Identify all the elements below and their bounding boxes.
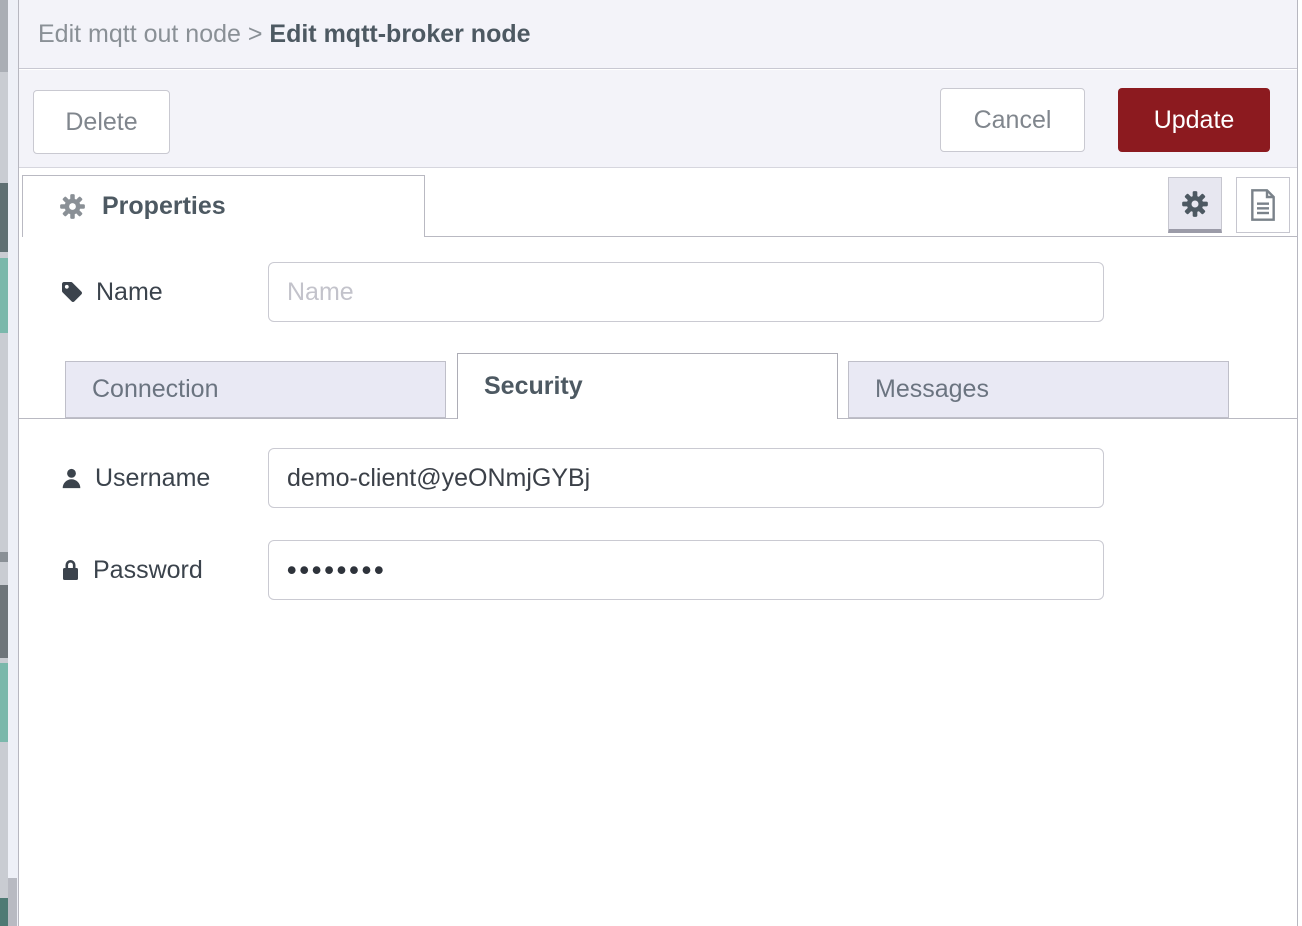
- scrollbar-thumb[interactable]: [8, 878, 17, 926]
- tray-header: Edit mqtt out node > Edit mqtt-broker no…: [19, 0, 1297, 69]
- edit-tray: Edit mqtt out node > Edit mqtt-broker no…: [19, 0, 1298, 926]
- user-icon: [60, 467, 83, 490]
- subtab-divider: [838, 418, 1298, 419]
- workspace-palette-edge: [0, 0, 8, 926]
- password-label-group: Password: [60, 540, 203, 600]
- lock-icon: [60, 558, 81, 582]
- breadcrumb: Edit mqtt out node > Edit mqtt-broker no…: [38, 0, 531, 69]
- tag-icon: [60, 280, 84, 304]
- cancel-button[interactable]: Cancel: [940, 88, 1085, 152]
- workspace-gap: [8, 0, 19, 926]
- palette-node-edge: [0, 663, 8, 742]
- password-input[interactable]: [268, 540, 1104, 600]
- palette-node-edge: [0, 585, 8, 658]
- node-description-button[interactable]: [1236, 177, 1290, 233]
- tab-messages[interactable]: Messages: [848, 361, 1229, 418]
- tabbar-divider: [424, 236, 1298, 237]
- breadcrumb-separator: >: [247, 20, 270, 48]
- breadcrumb-current: Edit mqtt-broker node: [269, 20, 531, 48]
- name-input[interactable]: [268, 262, 1104, 322]
- delete-button[interactable]: Delete: [33, 90, 170, 154]
- node-settings-button[interactable]: [1168, 177, 1222, 233]
- name-label: Name: [96, 277, 163, 306]
- username-label-group: Username: [60, 448, 210, 508]
- tab-security[interactable]: Security: [457, 353, 838, 419]
- palette-node-edge: [0, 183, 8, 252]
- subtab-divider: [19, 418, 457, 419]
- tab-connection[interactable]: Connection: [65, 361, 446, 418]
- document-icon: [1249, 189, 1277, 221]
- name-label-group: Name: [60, 262, 163, 322]
- update-button[interactable]: Update: [1118, 88, 1270, 152]
- tray-toolbar: Delete Cancel Update: [19, 70, 1297, 168]
- breadcrumb-parent[interactable]: Edit mqtt out node: [38, 20, 248, 48]
- palette-node-edge: [0, 0, 8, 72]
- tab-messages-label: Messages: [875, 375, 989, 403]
- broker-subtabs: Connection Security Messages: [19, 353, 1298, 419]
- username-label: Username: [95, 463, 211, 492]
- gear-icon: [59, 193, 86, 220]
- gear-icon: [1181, 190, 1209, 218]
- tab-properties-label: Properties: [102, 192, 226, 220]
- tab-connection-label: Connection: [92, 375, 219, 403]
- tab-security-label: Security: [484, 372, 583, 400]
- palette-node-edge: [0, 258, 8, 333]
- password-label: Password: [93, 555, 203, 584]
- palette-node-edge: [0, 552, 8, 562]
- palette-node-edge: [0, 898, 8, 926]
- username-input[interactable]: [268, 448, 1104, 508]
- tab-properties[interactable]: Properties: [22, 175, 425, 237]
